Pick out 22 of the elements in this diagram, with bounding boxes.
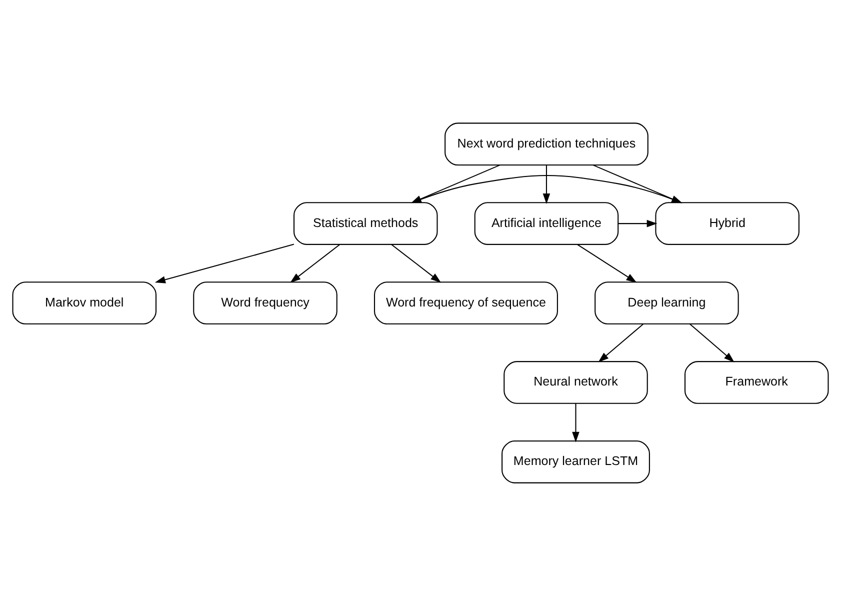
arrow — [690, 323, 734, 362]
arrow — [592, 164, 682, 203]
node-box: Word frequency of sequence — [374, 281, 558, 324]
node-box: Deep learning — [594, 281, 739, 324]
node-box: Hybrid — [655, 202, 800, 244]
arrow — [618, 219, 658, 227]
node-box: Word frequency — [193, 281, 338, 324]
arrow — [412, 174, 682, 203]
node-box: Memory learner LSTM — [502, 440, 650, 483]
arrow — [290, 244, 340, 282]
arrow — [572, 402, 580, 442]
node-box: Artificial intelligence — [474, 202, 619, 244]
arrow — [154, 243, 294, 283]
node-box: Markov model — [12, 281, 157, 324]
arrow — [577, 244, 637, 282]
node-box: Neural network — [504, 360, 648, 404]
arrow — [598, 323, 644, 362]
arrow — [391, 244, 442, 282]
arrow — [542, 164, 550, 204]
node-box: Next word prediction techniques — [444, 122, 648, 166]
node-box: Framework — [684, 360, 829, 404]
node-box: Statistical methods — [293, 202, 438, 244]
